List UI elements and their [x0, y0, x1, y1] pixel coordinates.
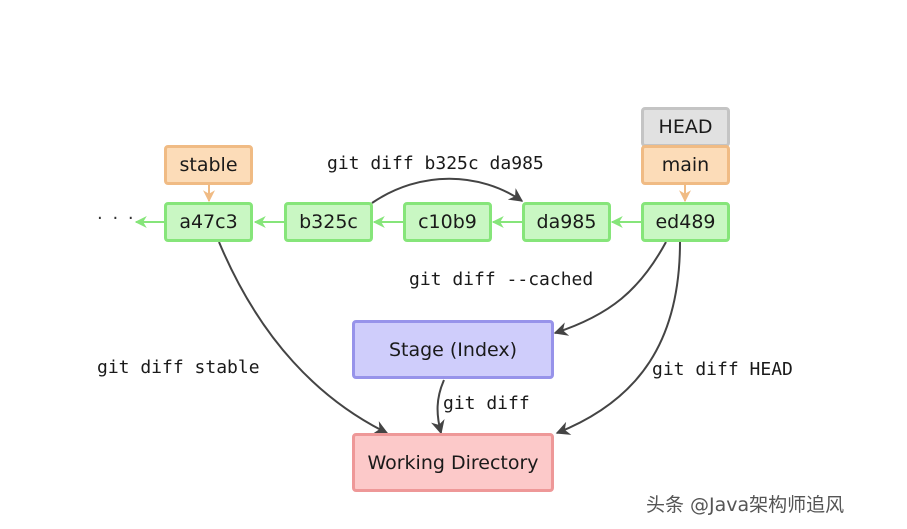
working-directory-label: Working Directory	[367, 451, 539, 474]
arrow-diff-cached	[553, 241, 667, 336]
cmd-diff-stable: git diff stable	[97, 357, 260, 378]
commit-b325c: b325c	[284, 202, 373, 242]
head-ref-label: HEAD	[658, 116, 713, 138]
cmd-diff-cached: git diff --cached	[409, 269, 594, 290]
commit-label: da985	[536, 211, 597, 233]
history-ellipsis: · · ·	[97, 208, 136, 229]
branch-main: main	[641, 145, 730, 185]
head-ref: HEAD	[641, 107, 730, 147]
cmd-diff-head: git diff HEAD	[652, 359, 793, 380]
commit-label: ed489	[655, 211, 716, 233]
commit-ed489: ed489	[641, 202, 730, 242]
commit-da985: da985	[522, 202, 611, 242]
arrow-diff	[431, 379, 445, 435]
stage-index-label: Stage (Index)	[388, 338, 518, 361]
commit-label: c10b9	[418, 211, 477, 233]
cmd-diff: git diff	[443, 393, 530, 414]
arrow-diff-stable	[218, 241, 389, 434]
working-directory-box: Working Directory	[352, 433, 554, 492]
branch-stable: stable	[164, 145, 253, 185]
commit-c10b9: c10b9	[403, 202, 492, 242]
cmd-diff-commits: git diff b325c da985	[327, 153, 544, 174]
stage-index-box: Stage (Index)	[352, 320, 554, 379]
commit-label: a47c3	[179, 211, 238, 233]
arrow-diff-head	[555, 241, 681, 435]
commit-label: b325c	[299, 211, 358, 233]
commit-a47c3: a47c3	[164, 202, 253, 242]
branch-main-label: main	[661, 154, 710, 176]
branch-stable-label: stable	[179, 154, 238, 176]
watermark-text: 头条 @Java架构师追风	[646, 494, 845, 516]
arrow-diff-commits	[371, 177, 524, 204]
